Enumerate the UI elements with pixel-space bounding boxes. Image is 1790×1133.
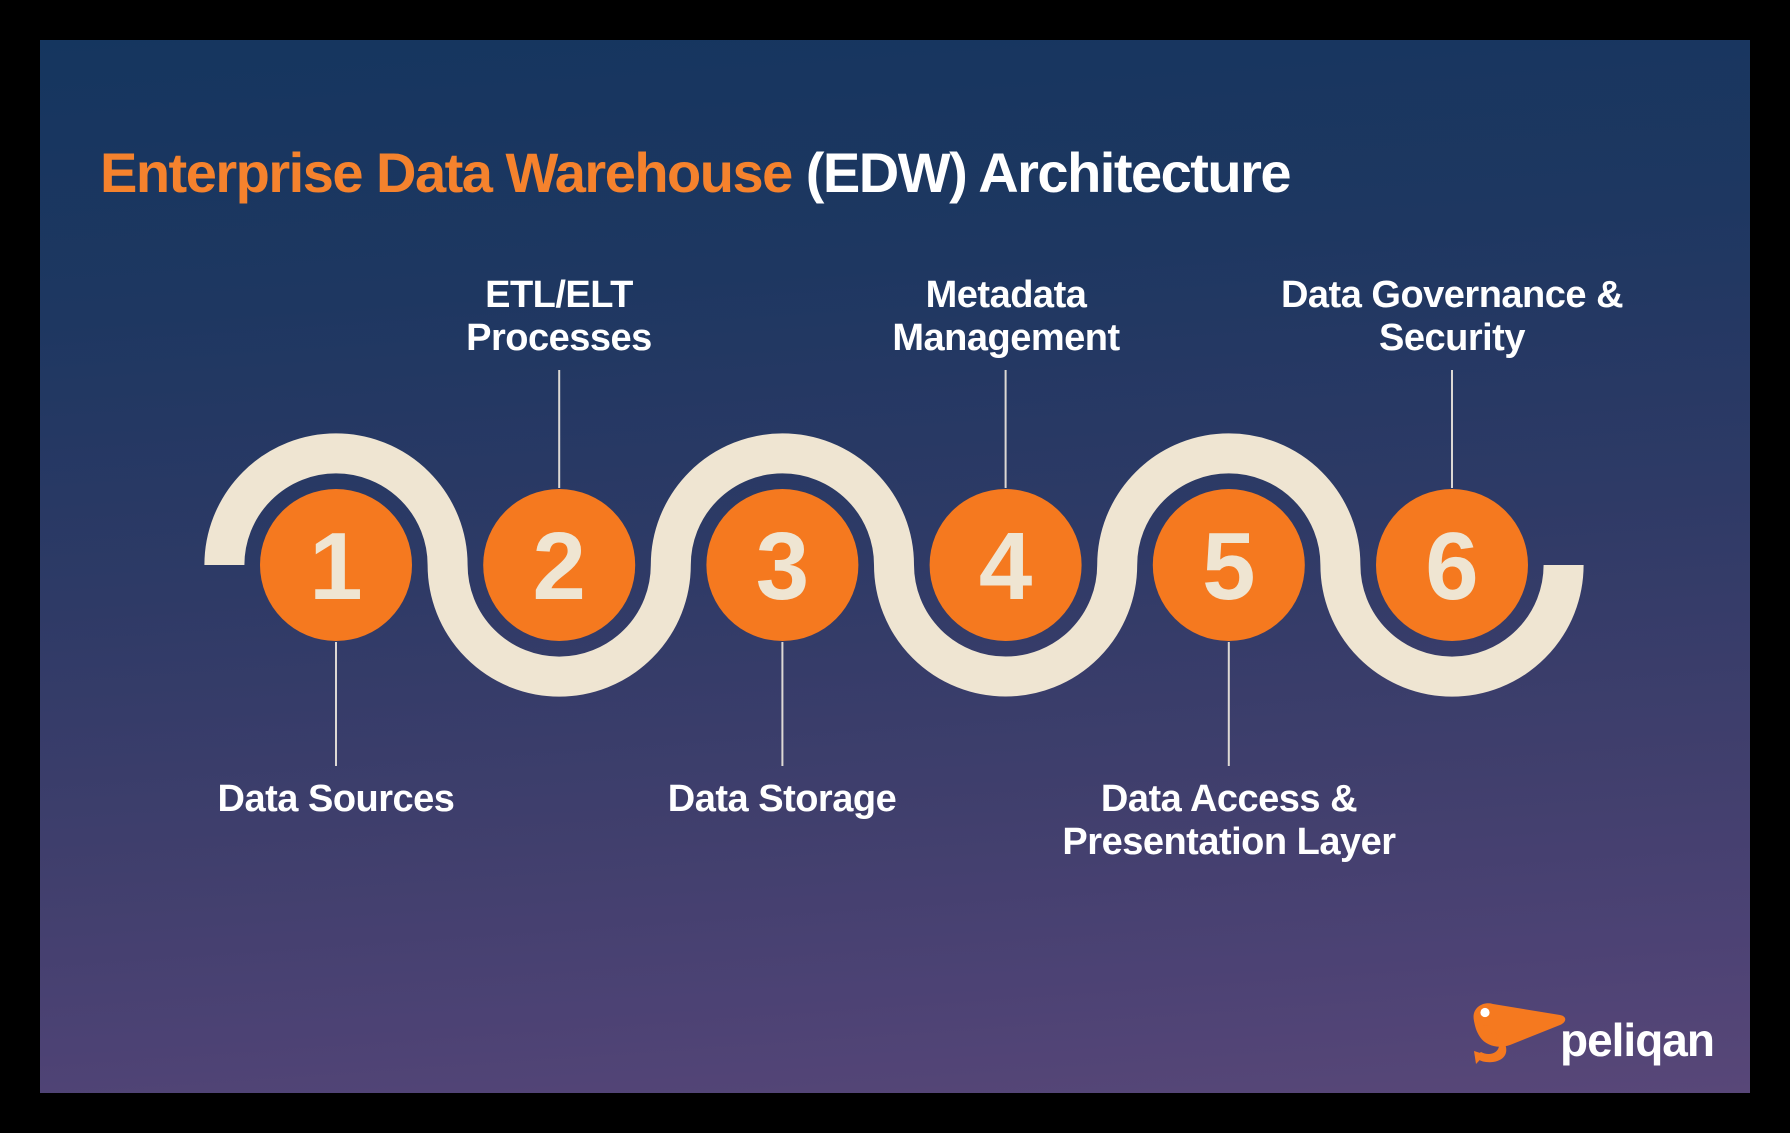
wave-path <box>204 433 1584 697</box>
label-line: Data Access & <box>1100 778 1358 820</box>
infographic-card: Enterprise Data Warehouse(EDW) Architect… <box>40 40 1750 1093</box>
step-circle-3 <box>706 489 859 641</box>
step-circle-6 <box>1376 489 1528 641</box>
step-label-data-sources: Data Sources <box>218 778 455 821</box>
label-line: Security <box>1379 317 1525 359</box>
step-circle-1 <box>260 489 412 641</box>
step-number-5: 5 <box>1202 513 1255 620</box>
logo-text: peliqan <box>1559 1014 1715 1066</box>
label-line: Presentation Layer <box>1062 821 1396 863</box>
step-label-data-storage: Data Storage <box>667 778 897 821</box>
step-label-metadata: Metadata Management <box>892 274 1120 360</box>
label-line: Management <box>892 317 1120 359</box>
label-line: Metadata <box>925 274 1087 316</box>
page-title: Enterprise Data Warehouse(EDW) Architect… <box>100 140 1292 204</box>
step-number-3: 3 <box>756 513 809 620</box>
step-circle-4 <box>929 489 1082 641</box>
label-line: ETL/ELT <box>485 274 633 316</box>
step-circle-5 <box>1152 489 1305 641</box>
label-line: Data Sources <box>217 778 455 820</box>
step-number-6: 6 <box>1425 513 1478 620</box>
step-label-data-access: Data Access & Presentation Layer <box>1062 778 1396 864</box>
step-number-4: 4 <box>979 513 1032 620</box>
label-line: Data Governance & <box>1280 274 1624 316</box>
step-label-etl-elt: ETL/ELT Processes <box>466 274 652 360</box>
pelican-icon <box>1473 1003 1566 1064</box>
step-label-governance: Data Governance & Security <box>1280 274 1624 360</box>
peliqan-logo: peliqan <box>1462 999 1715 1066</box>
step-number-1: 1 <box>309 513 362 620</box>
process-wave: 1 2 3 4 5 6 <box>204 370 1584 766</box>
label-line: Processes <box>466 317 652 359</box>
title-highlight: Enterprise Data Warehouse <box>100 140 793 204</box>
title-rest: (EDW) Architecture <box>805 140 1292 204</box>
step-number-2: 2 <box>533 513 586 620</box>
step-circle-2 <box>483 489 636 641</box>
label-line: Data Storage <box>667 778 897 820</box>
